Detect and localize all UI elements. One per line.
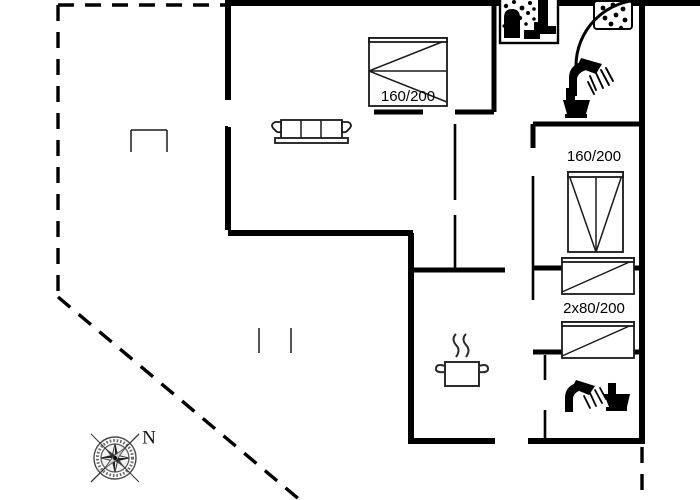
- door-swing-arc: [574, 0, 643, 67]
- building-walls: [225, 0, 700, 444]
- double-bed-master: [368, 37, 448, 107]
- compass-rose-icon: [90, 433, 140, 483]
- small-table-icon: [130, 129, 168, 152]
- toilet-icon-upper: [563, 88, 590, 118]
- single-bed-east-lower: [561, 321, 635, 359]
- bed-label-right-lower: 2x80/200: [563, 300, 625, 317]
- double-bed-east-upper: [567, 171, 624, 253]
- cooking-pot-icon: [434, 333, 490, 387]
- terrace-boundary: [56, 3, 644, 500]
- washing-machine-icon: [593, 0, 633, 31]
- toilet-icon-lower: [604, 383, 630, 411]
- compass-north-label: N: [142, 427, 156, 448]
- shower-head-icon-upper: [569, 58, 614, 96]
- bed-label-right-upper: 160/200: [567, 148, 621, 165]
- door-openings: [228, 100, 528, 446]
- shower-head-icon-lower: [565, 380, 607, 412]
- sofa-three-seat: [271, 119, 352, 144]
- single-bed-east-upper: [561, 257, 635, 295]
- bed-label-master: 160/200: [381, 88, 435, 105]
- post-markers: [258, 328, 292, 353]
- bathtub-icon: [498, 0, 560, 45]
